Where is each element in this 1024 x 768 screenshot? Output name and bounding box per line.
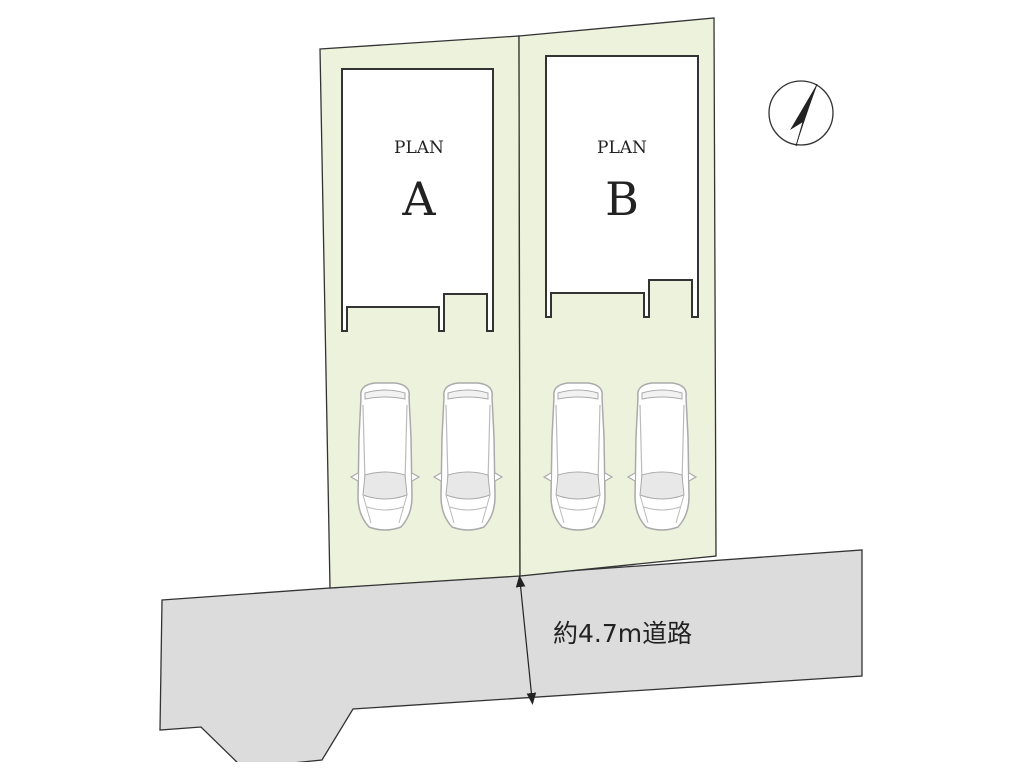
road-width-dimension bbox=[515, 575, 537, 705]
plan-a-word: PLAN bbox=[394, 138, 444, 158]
car-icon bbox=[433, 382, 503, 531]
car-icon bbox=[350, 382, 420, 531]
car-icon bbox=[543, 382, 613, 531]
plan-a-letter: A bbox=[401, 172, 436, 226]
plan-b-word: PLAN bbox=[597, 138, 647, 158]
road bbox=[159, 549, 863, 768]
road-width-label: 約4.7m道路 bbox=[553, 619, 692, 648]
north-arrow-icon bbox=[768, 80, 834, 147]
car-icon bbox=[627, 382, 697, 531]
house-a-outline bbox=[341, 68, 494, 332]
plan-b-letter: B bbox=[605, 172, 639, 226]
house-b-outline bbox=[545, 55, 699, 318]
